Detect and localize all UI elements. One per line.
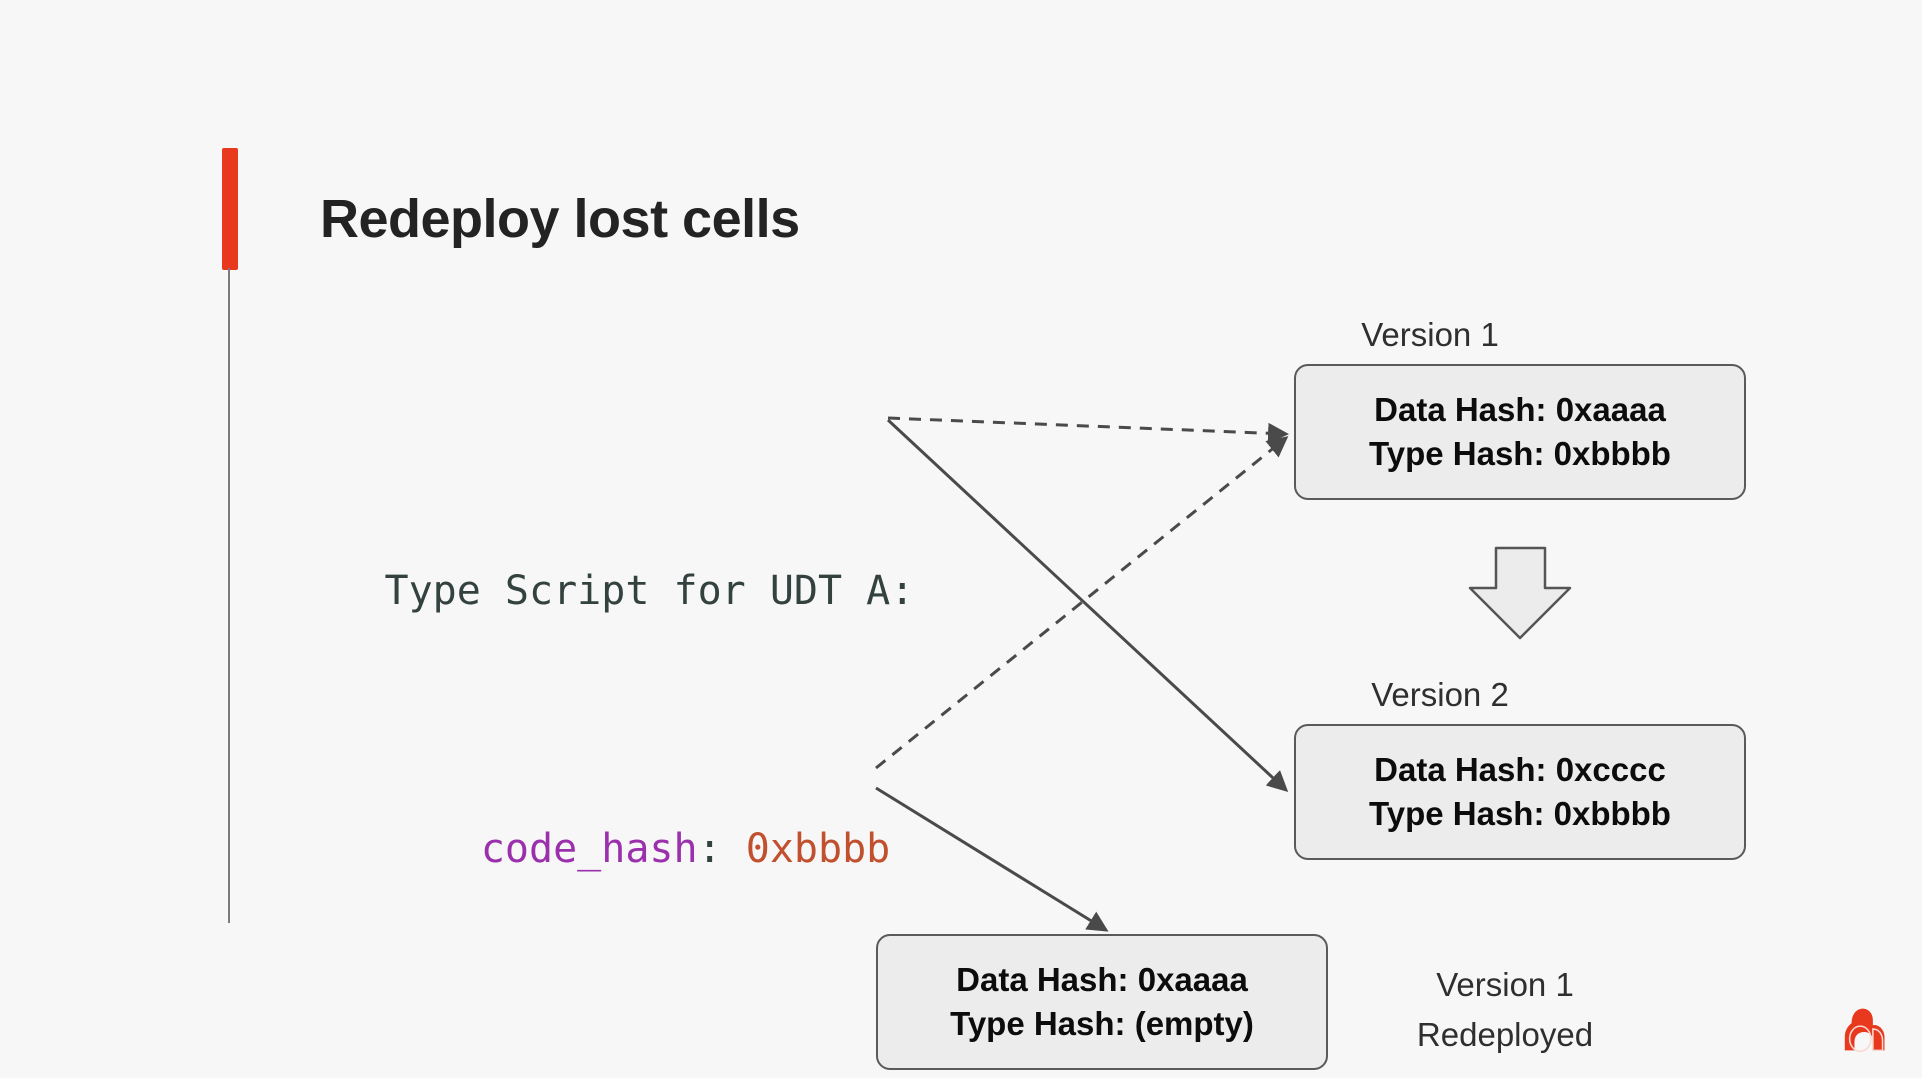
redeployed-label: Version 1 Redeployed: [1380, 960, 1630, 1060]
code-line-udt-a-code-hash: code_hash: 0xbbbb: [240, 720, 914, 872]
code-indent: [385, 826, 481, 872]
left-vertical-rule: [228, 268, 230, 923]
version2-label: Version 2: [1371, 676, 1509, 713]
connector-aaaa-to-version1: [875, 436, 1289, 770]
version1-box: Data Hash: 0xaaaa Type Hash: 0xbbbb: [1294, 364, 1746, 500]
code-block: Type Script for UDT A: code_hash: 0xbbbb…: [240, 290, 915, 1078]
code-text: Type Script for UDT A:: [384, 568, 915, 614]
version2-type-hash: Type Hash: 0xbbbb: [1369, 795, 1671, 832]
version1-type-hash: Type Hash: 0xbbbb: [1369, 435, 1671, 472]
page-title: Redeploy lost cells: [320, 189, 800, 250]
redeployed-data-hash: Data Hash: 0xaaaa: [956, 961, 1248, 998]
version1-label: Version 1: [1361, 316, 1499, 353]
gorilla-logo-icon: [1844, 1008, 1885, 1053]
code-line-udt-a-header: Type Script for UDT A:: [240, 462, 915, 614]
connector-bbbb-to-version2: [886, 418, 1289, 793]
version2-box: Data Hash: 0xcccc Type Hash: 0xbbbb: [1294, 724, 1746, 860]
redeployed-label-line1: Version 1: [1436, 966, 1574, 1003]
redeployed-type-hash: Type Hash: (empty): [950, 1005, 1254, 1042]
code-value: 0xbbbb: [745, 826, 891, 872]
title-accent-bar: [222, 148, 238, 270]
connector-bbbb-to-version1: [887, 416, 1289, 444]
redeployed-box: Data Hash: 0xaaaa Type Hash: (empty): [876, 934, 1328, 1070]
block-down-arrow-icon: [1468, 546, 1572, 640]
version1-data-hash: Data Hash: 0xaaaa: [1374, 391, 1666, 428]
redeployed-label-line2: Redeployed: [1416, 1016, 1594, 1053]
code-key: code_hash: [480, 826, 698, 872]
version2-data-hash: Data Hash: 0xcccc: [1374, 751, 1666, 788]
gorilla-body-highlight: [1848, 1025, 1872, 1053]
code-separator: :: [697, 826, 746, 872]
code-line-udt-a-hash-type: hash_type: type: [240, 978, 914, 1064]
